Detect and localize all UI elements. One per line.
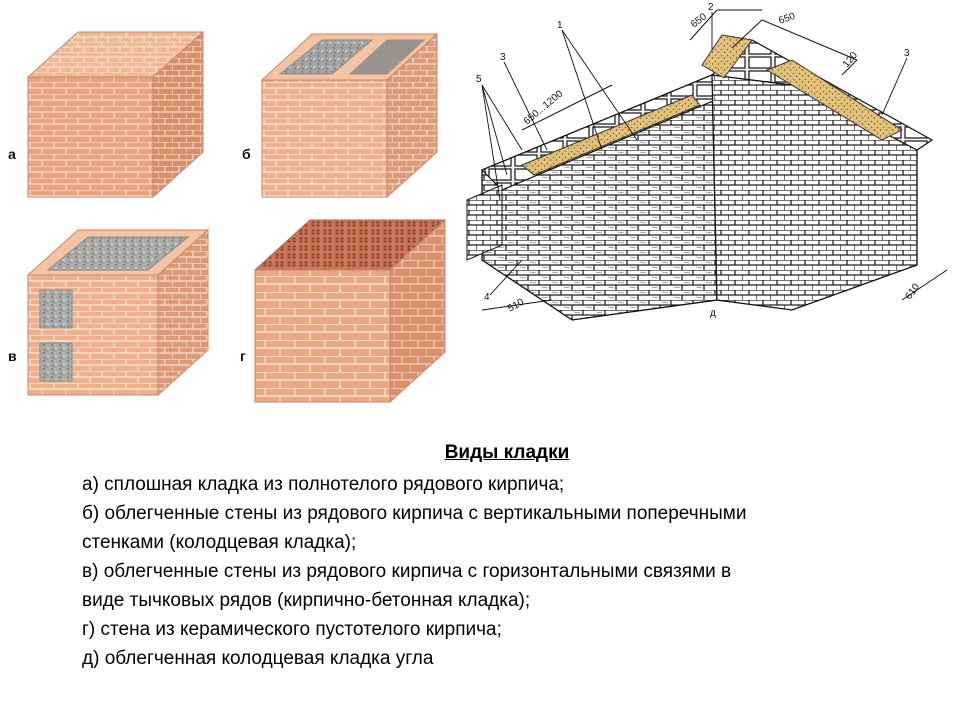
callout-4: 4 <box>484 292 490 303</box>
panel-label-v: в <box>8 348 17 364</box>
callout-3-right: 3 <box>904 48 910 59</box>
figure-g-hollow-ceramic-brick <box>250 212 450 407</box>
figure-d-corner-well-masonry-drawing: 650 650 120 650...1200 510 610 1 2 3 3 4… <box>462 0 957 330</box>
caption-line-b1: б) облегченные стены из рядового кирпича… <box>82 503 747 524</box>
dim-650-1200: 650...1200 <box>522 88 566 127</box>
dim-610: 610 <box>903 281 922 301</box>
caption-line-v1: в) облегченные стены из рядового кирпича… <box>82 561 732 582</box>
caption-line-g: г) стена из керамического пустотелого ки… <box>82 619 502 640</box>
caption-line-v2: виде тычковых рядов (кирпично-бетонная к… <box>82 590 531 611</box>
caption-line-d: д) облегченная колодцевая кладка угла <box>82 648 434 669</box>
caption-block: Виды кладки а) сплошная кладка из полнот… <box>82 442 932 673</box>
figure-v-brick-concrete-masonry <box>18 215 213 400</box>
callout-1: 1 <box>557 20 563 31</box>
panel-label-a: а <box>8 146 16 162</box>
callout-3-left: 3 <box>500 52 506 63</box>
caption-line-a: а) сплошная кладка из полнотелого рядово… <box>82 474 565 495</box>
dim-120: 120 <box>841 50 860 70</box>
figure-a-solid-masonry <box>18 22 208 202</box>
caption-title: Виды кладки <box>444 442 570 463</box>
dim-510: 510 <box>506 297 526 315</box>
panel-label-g: г <box>240 348 246 364</box>
callout-2: 2 <box>708 2 714 13</box>
panel-label-d: д <box>710 308 716 319</box>
callout-5: 5 <box>476 74 482 85</box>
dim-650-right: 650 <box>777 11 797 27</box>
caption-line-b2: стенками (колодцевая кладка); <box>82 532 357 553</box>
panel-label-b: б <box>242 146 251 162</box>
dim-650-left: 650 <box>689 11 709 30</box>
figure-b-well-masonry <box>252 22 442 202</box>
